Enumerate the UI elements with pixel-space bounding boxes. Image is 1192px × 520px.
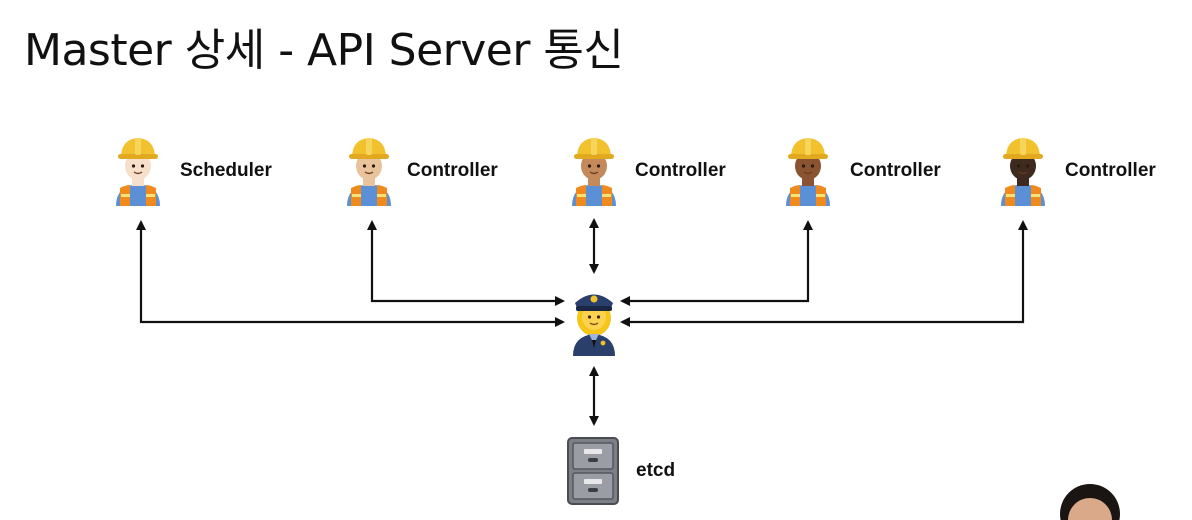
file-cabinet-icon (565, 436, 621, 506)
construction-worker-icon (112, 134, 164, 206)
page-title: Master 상세 - API Server 통신 (24, 25, 624, 76)
arrow-scheduler-api (136, 220, 565, 327)
presenter-video-thumbnail (1052, 480, 1132, 520)
construction-worker-icon (997, 134, 1049, 206)
etcd-label: etcd (636, 460, 676, 481)
controller-label: Controller (850, 160, 941, 181)
scheduler-label: Scheduler (180, 160, 272, 181)
construction-worker-icon (343, 134, 395, 206)
construction-worker-icon (782, 134, 834, 206)
arrow-controller-1-api (367, 220, 565, 306)
controller-label: Controller (635, 160, 726, 181)
arrow-controller-4-api (620, 220, 1028, 327)
arrow-controller-3-api (620, 220, 813, 306)
controller-label: Controller (1065, 160, 1156, 181)
police-officer-icon (567, 284, 621, 356)
construction-worker-icon (568, 134, 620, 206)
controller-label: Controller (407, 160, 498, 181)
